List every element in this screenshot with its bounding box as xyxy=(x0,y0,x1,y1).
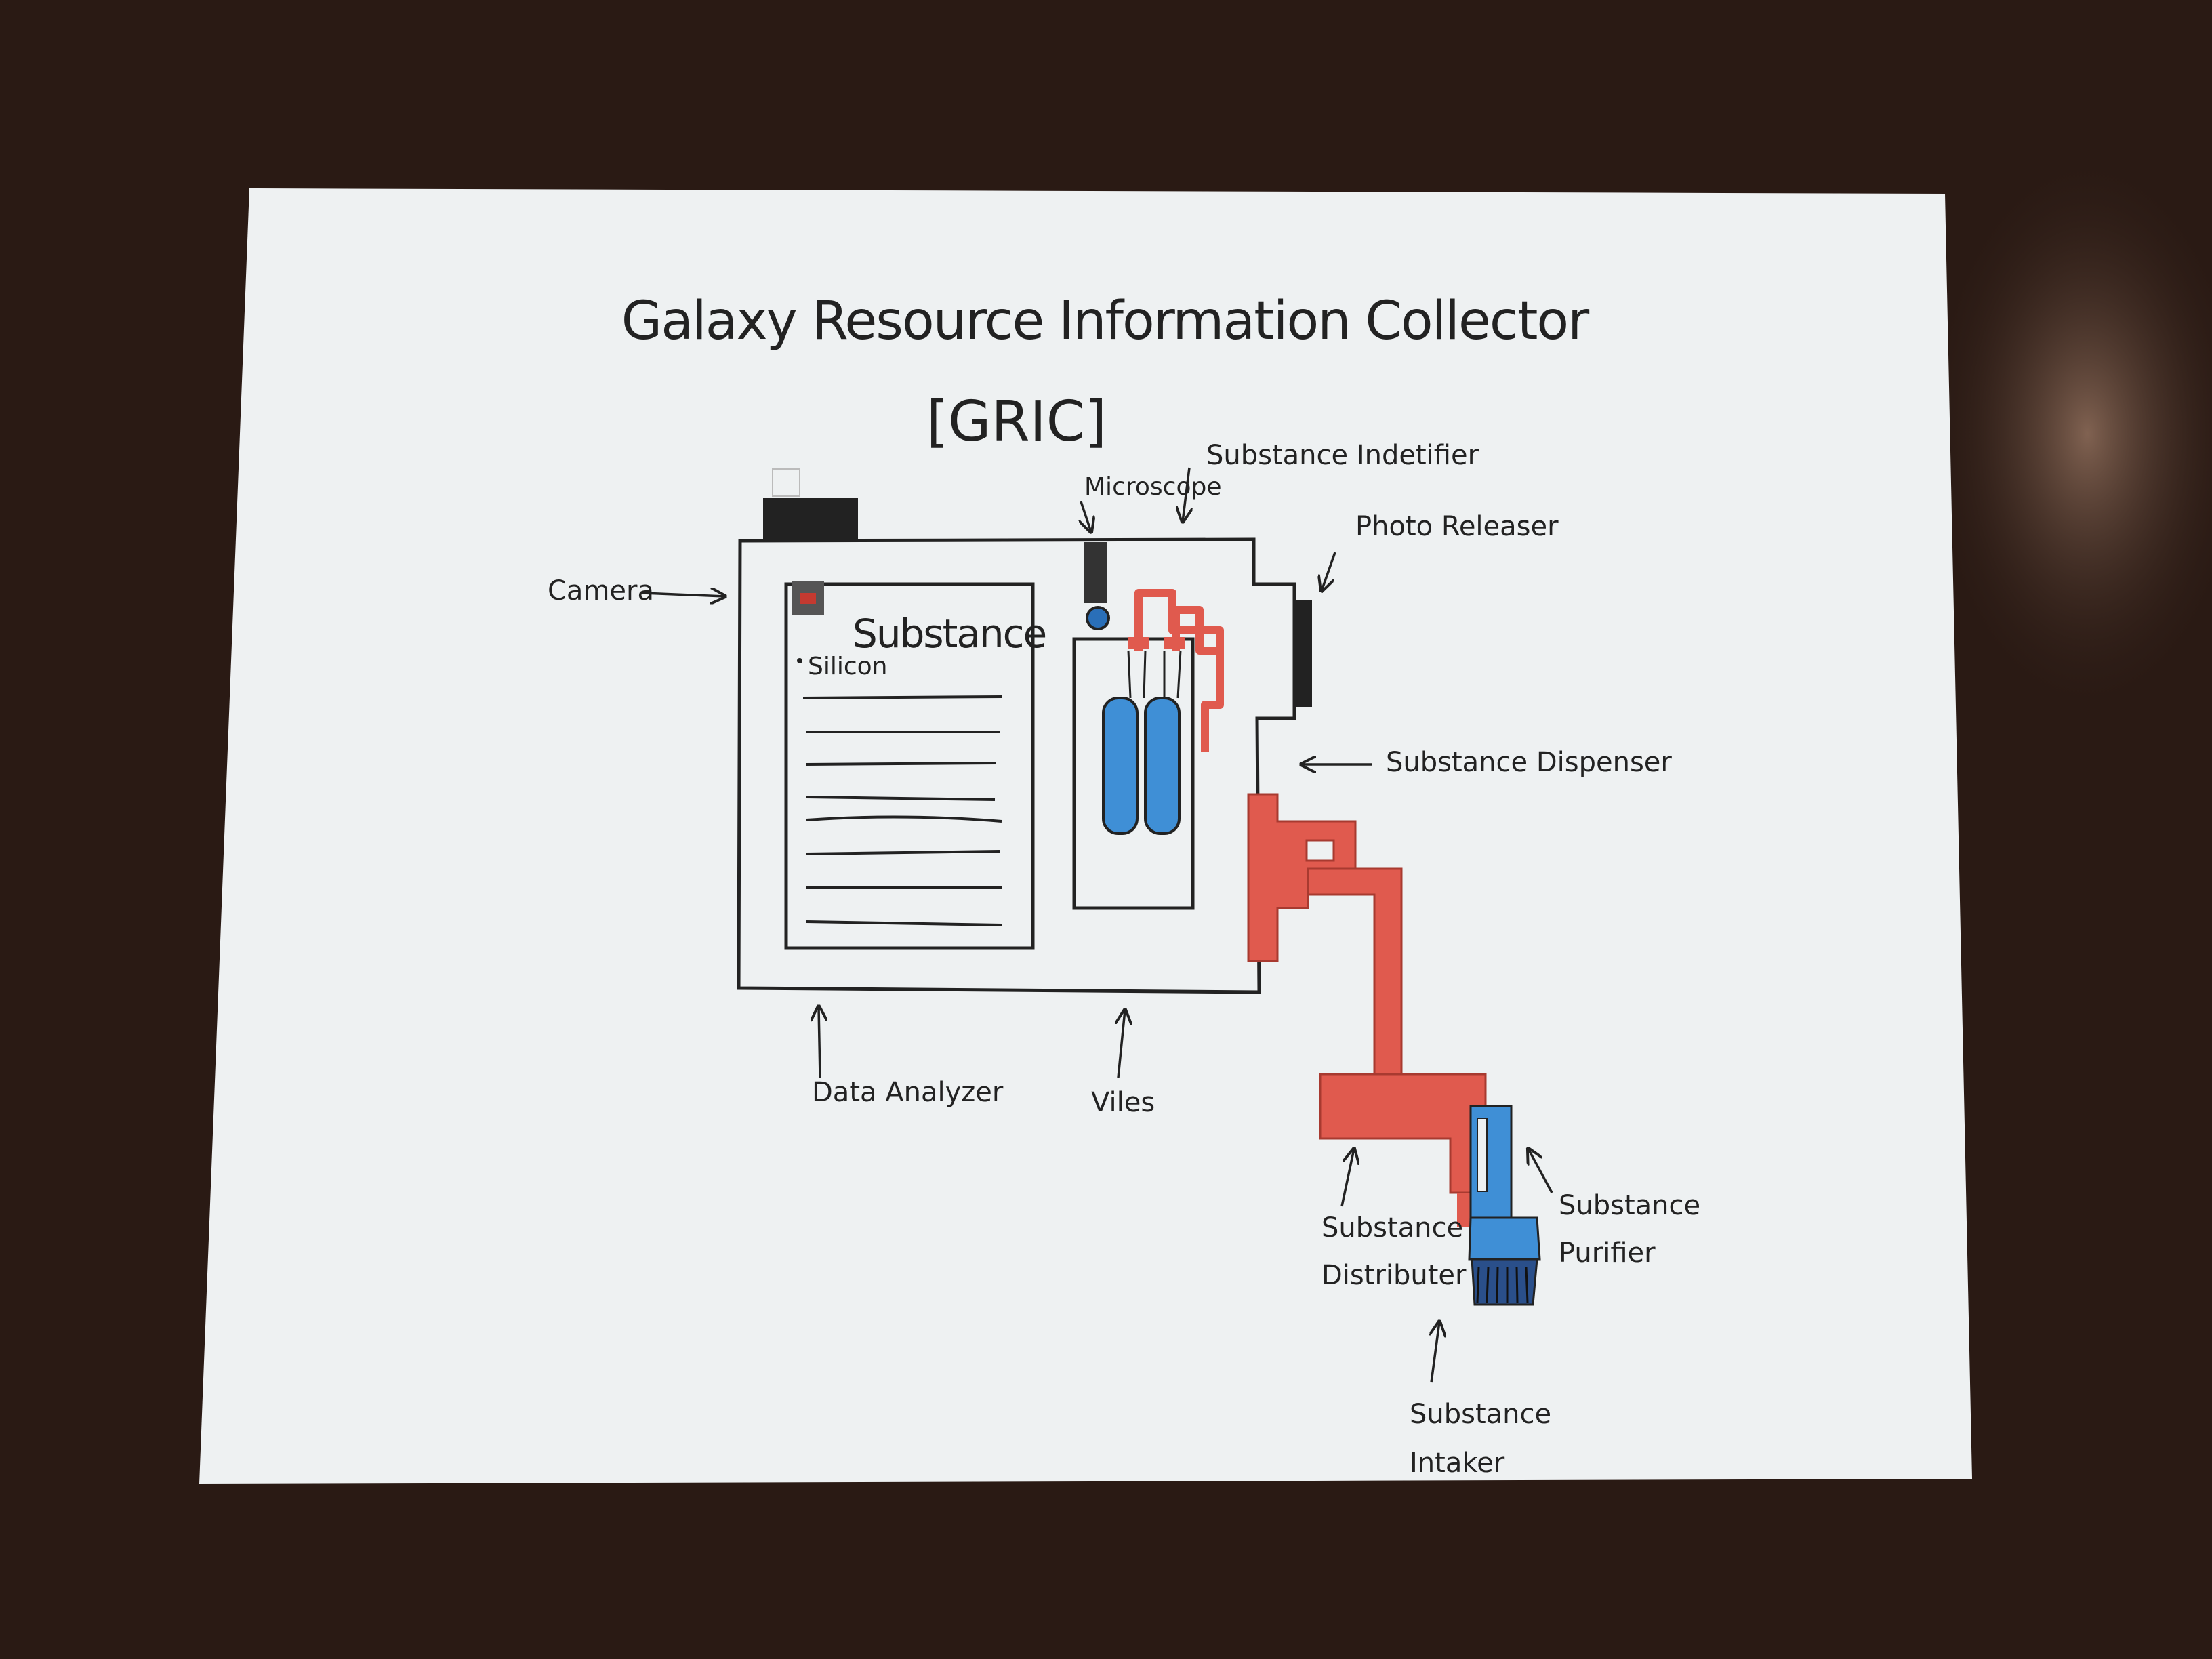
purifier-slot xyxy=(1477,1118,1487,1191)
label-substance-intaker-line2: Intaker xyxy=(1410,1448,1505,1479)
label-substance-dispenser: Substance Dispenser xyxy=(1386,747,1672,778)
arrow-data-analyzer xyxy=(819,1006,820,1078)
label-substance-purifier-line1: Substance xyxy=(1559,1190,1700,1221)
tube-cap-2 xyxy=(1164,637,1185,649)
bullet-dot xyxy=(797,658,802,663)
screen-item: Silicon xyxy=(808,653,888,680)
microscope-lens xyxy=(1087,607,1109,629)
screen-icon-inner xyxy=(800,593,816,604)
label-substance-purifier-line2: Purifier xyxy=(1559,1237,1656,1269)
purifier-base xyxy=(1469,1218,1540,1259)
paper-sheet xyxy=(199,188,1972,1484)
microscope-body xyxy=(1084,542,1107,603)
camera-block xyxy=(763,498,858,539)
vial-left xyxy=(1103,698,1137,834)
label-substance-distributer-line2: Distributer xyxy=(1322,1260,1467,1291)
label-microscope: Microscope xyxy=(1084,473,1221,501)
dispenser-window xyxy=(1307,840,1334,861)
diagram-title: Galaxy Resource Information Collector xyxy=(621,291,1590,352)
screen-heading: Substance xyxy=(853,611,1046,657)
label-substance-intaker-line1: Substance xyxy=(1410,1399,1551,1430)
diagram-subtitle: [GRIC] xyxy=(926,390,1107,454)
label-photo-releaser: Photo Releaser xyxy=(1355,511,1559,542)
vial-right xyxy=(1145,698,1179,834)
label-viles: Viles xyxy=(1091,1087,1155,1118)
tube-cap-1 xyxy=(1128,637,1149,649)
label-data-analyzer: Data Analyzer xyxy=(812,1077,1004,1108)
label-camera: Camera xyxy=(548,575,654,607)
label-substance-distributer-line1: Substance xyxy=(1322,1212,1463,1244)
photo-releaser-part xyxy=(1294,600,1312,707)
label-substance-identifier: Substance Indetifier xyxy=(1206,440,1479,471)
